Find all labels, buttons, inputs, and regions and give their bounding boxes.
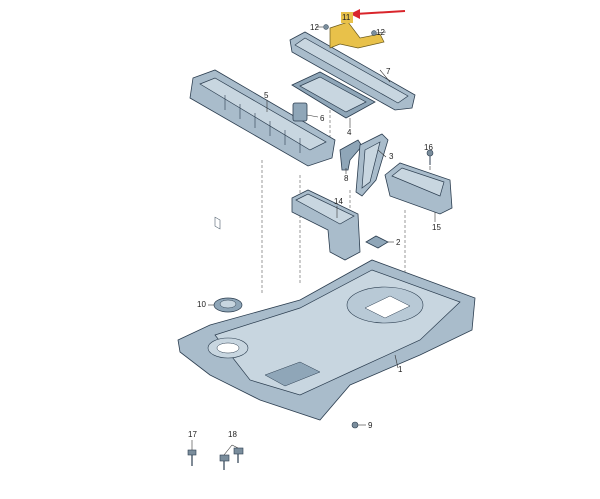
callout-7: 7 — [386, 67, 391, 76]
callout-15: 15 — [432, 223, 441, 232]
bracket-part-3 — [355, 133, 389, 197]
clip-part-6 — [292, 102, 319, 122]
callout-16: 16 — [424, 143, 433, 152]
callout-8: 8 — [344, 174, 349, 183]
callout-labels: 11 12 12 7 5 6 4 16 3 8 14 15 2 10 1 9 1… — [188, 12, 441, 439]
leader-lines — [191, 26, 436, 450]
callout-5: 5 — [264, 91, 269, 100]
bracket-part-11 — [329, 21, 385, 49]
foam-block-part-14 — [291, 189, 361, 261]
callout-10: 10 — [197, 300, 206, 309]
floor-pan-part-1 — [177, 259, 476, 421]
callout-9: 9 — [368, 421, 373, 430]
grommet-part-10 — [213, 297, 243, 313]
callout-11: 11 — [342, 13, 351, 22]
callout-4: 4 — [347, 128, 352, 137]
callout-11-highlight — [341, 12, 353, 23]
callout-18: 18 — [228, 430, 237, 439]
callout-3: 3 — [389, 152, 394, 161]
callout-17: 17 — [188, 430, 197, 439]
bolts-part-12 — [323, 24, 377, 36]
screw-part-9 — [351, 421, 366, 429]
rear-panel-part-5 — [189, 69, 336, 230]
callout-2: 2 — [396, 238, 401, 247]
tray-part-4 — [291, 71, 376, 128]
callout-12-left: 12 — [310, 23, 319, 32]
bracket-part-8 — [339, 139, 363, 171]
storage-box-part-15 — [384, 162, 453, 215]
bolt-part-16 — [426, 149, 434, 165]
bolts-part-18 — [219, 444, 244, 470]
clip-part-2 — [365, 235, 394, 249]
callout-6: 6 — [320, 114, 325, 123]
cross-member-part-7 — [289, 31, 416, 111]
highlight-arrow — [350, 9, 406, 19]
callout-1: 1 — [398, 365, 403, 374]
bolt-part-17 — [187, 449, 197, 466]
callout-14: 14 — [334, 197, 343, 206]
